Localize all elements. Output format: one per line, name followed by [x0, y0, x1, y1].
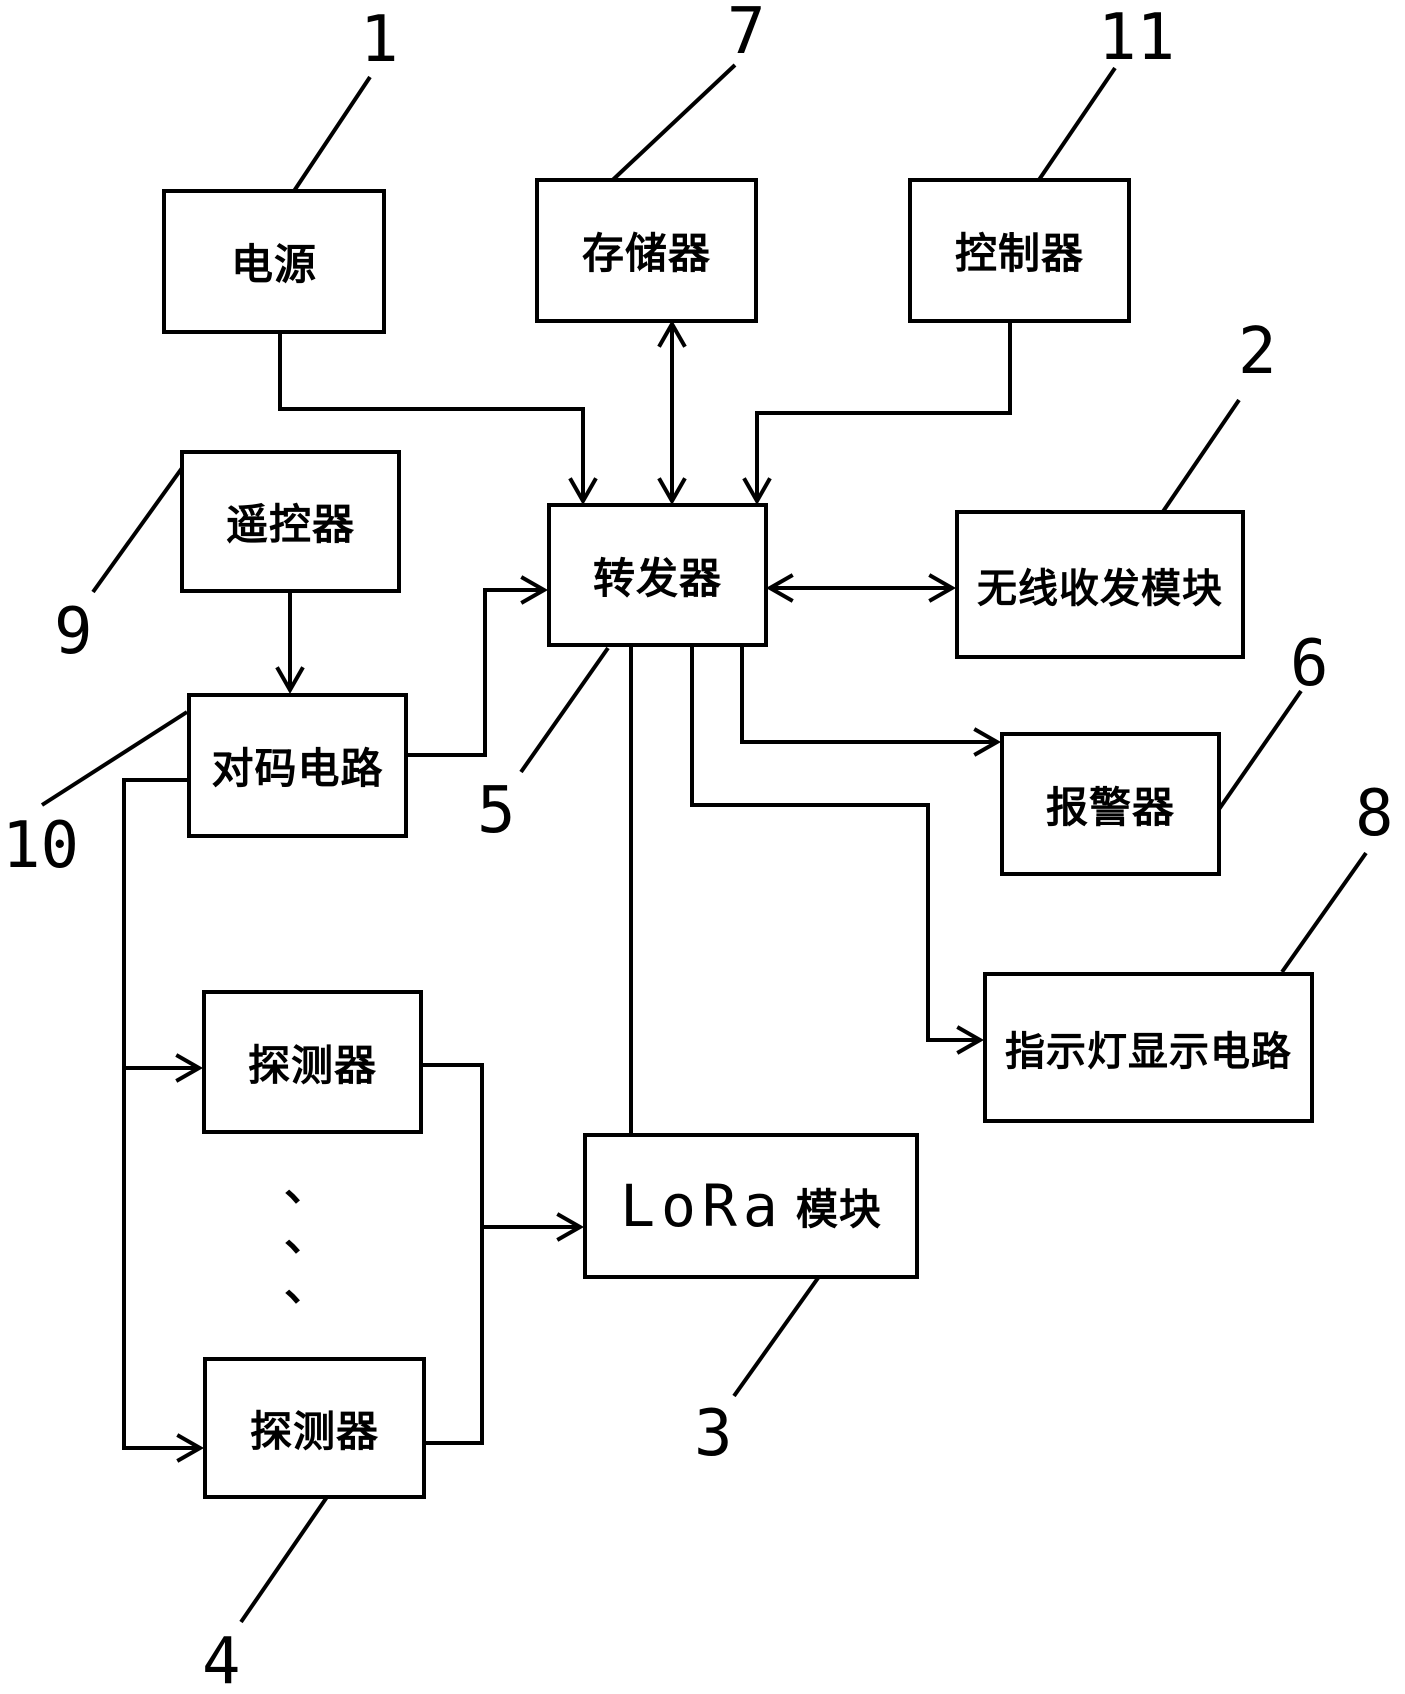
ellipsis-mark: 、 [284, 1211, 328, 1260]
block-lora-module-label-cjk: 模块 [795, 1185, 882, 1233]
block-alarm-label: 报警器 [1045, 783, 1175, 831]
block-repeater-label: 转发器 [592, 554, 722, 602]
block-remote-control: 遥控器 [180, 450, 401, 593]
block-indicator-light-display-circuit-label: 指示灯显示电路 [1005, 1029, 1292, 1074]
ref-label-5: 5 [477, 774, 516, 848]
detector-ellipsis-marks: 、 、 、 [284, 1164, 328, 1308]
ref-label-6: 6 [1290, 627, 1329, 701]
leader-line-ref9 [91, 466, 184, 594]
ref-label-8: 8 [1355, 777, 1394, 851]
block-lora-module: LoRa 模块 [583, 1133, 919, 1279]
ref-label-9: 9 [54, 595, 93, 669]
leader-line-ref6 [1213, 689, 1303, 817]
ref-label-1: 1 [360, 3, 399, 77]
block-wireless-transceiver-module-label: 无线收发模块 [977, 566, 1223, 611]
connector-controller-to-repeater [742, 322, 1012, 506]
connector-power-to-repeater [278, 333, 598, 506]
ellipsis-mark: 、 [284, 1161, 328, 1210]
connector-codematch-to-repeater [407, 575, 549, 757]
leader-line-ref1 [286, 75, 372, 202]
block-controller: 控制器 [908, 178, 1131, 323]
block-code-matching-circuit: 对码电路 [187, 693, 408, 838]
block-detector-bottom-label: 探测器 [249, 1407, 379, 1455]
leader-line-ref2 [1160, 398, 1241, 515]
leader-line-ref8 [1280, 851, 1368, 974]
block-power-supply: 电源 [162, 189, 386, 334]
block-detector-top: 探测器 [202, 990, 423, 1134]
leader-line-ref4 [239, 1495, 329, 1624]
block-power-supply-label: 电源 [230, 241, 317, 288]
block-wireless-transceiver-module: 无线收发模块 [955, 510, 1245, 659]
leader-line-ref10 [40, 710, 189, 807]
connector-codematch-to-detector-bottom [122, 778, 205, 1463]
leader-line-ref7 [600, 63, 737, 192]
leader-line-ref5 [519, 646, 610, 774]
ref-label-10: 10 [2, 809, 80, 883]
ref-label-3: 3 [694, 1397, 733, 1471]
ref-label-11: 11 [1098, 1, 1176, 75]
block-memory-label: 存储器 [581, 230, 711, 277]
ellipsis-mark: 、 [284, 1261, 328, 1310]
leader-line-ref3 [732, 1276, 820, 1398]
block-indicator-light-display-circuit: 指示灯显示电路 [983, 972, 1314, 1123]
block-alarm: 报警器 [1000, 732, 1221, 876]
block-lora-module-label-latin: LoRa [620, 1172, 784, 1240]
block-memory: 存储器 [535, 178, 758, 323]
ref-label-7: 7 [727, 0, 766, 69]
block-code-matching-circuit-label: 对码电路 [211, 745, 384, 792]
block-controller-label: 控制器 [954, 230, 1084, 277]
block-detector-bottom: 探测器 [203, 1357, 426, 1499]
block-detector-top-label: 探测器 [247, 1041, 377, 1089]
connector-repeater-to-alarm [740, 647, 1002, 757]
connector-detectors-right-trunk [422, 1063, 484, 1445]
block-repeater: 转发器 [547, 503, 768, 647]
ref-label-4: 4 [202, 1625, 241, 1694]
block-remote-control-label: 遥控器 [225, 501, 355, 548]
leader-line-ref11 [1028, 66, 1117, 195]
connector-repeater-to-indicator [690, 647, 985, 1055]
ref-label-2: 2 [1238, 315, 1277, 389]
